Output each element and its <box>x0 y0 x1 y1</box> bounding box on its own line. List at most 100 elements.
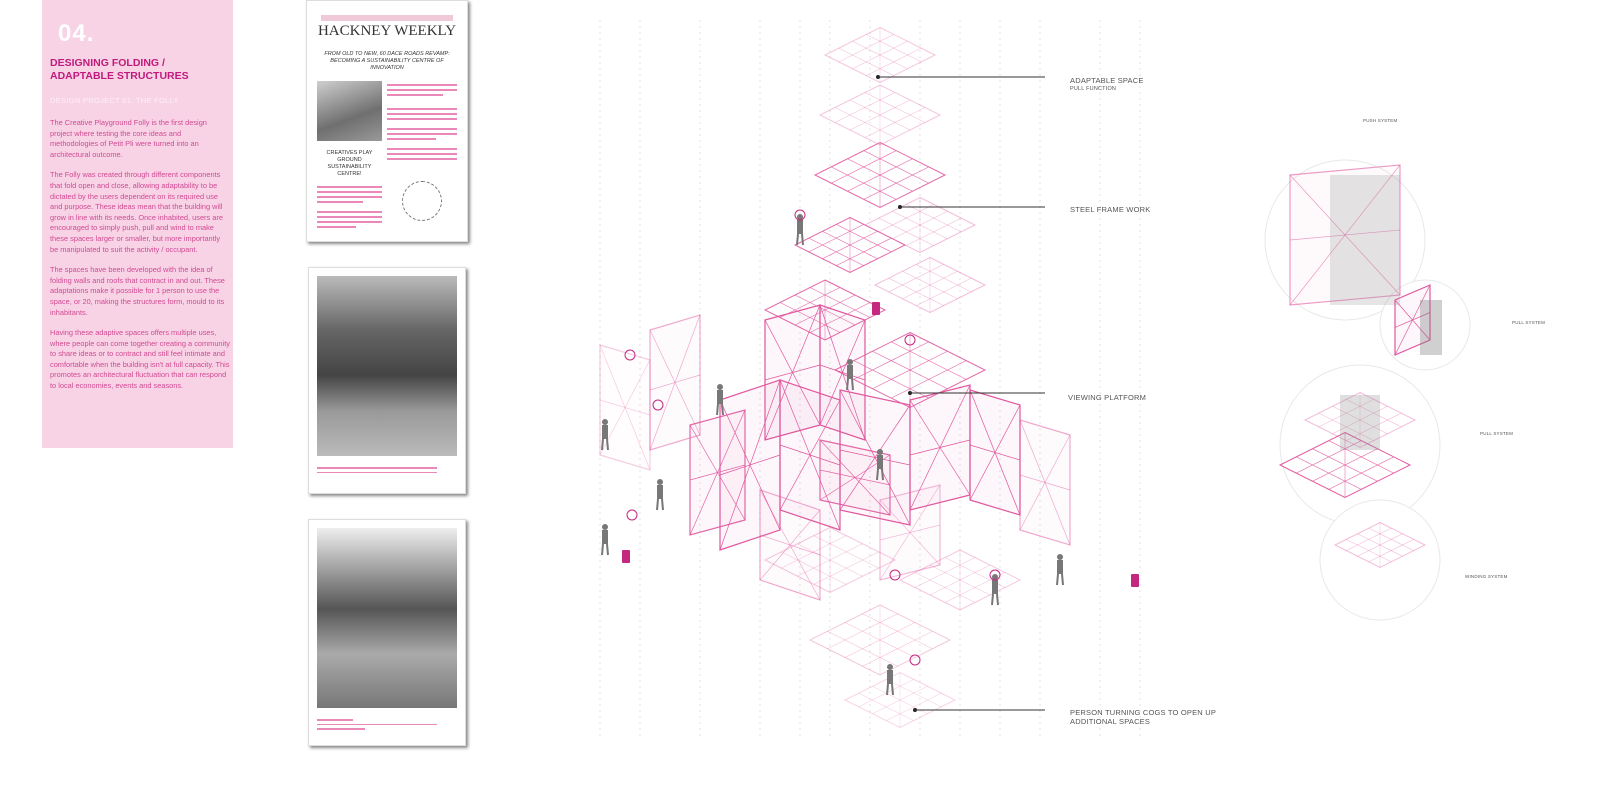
slab-grid <box>838 47 894 76</box>
slab-grid <box>827 630 898 667</box>
paragraph: The Creative Playground Folly is the fir… <box>50 118 207 159</box>
person-figure <box>716 403 719 416</box>
floor-slab <box>898 549 1022 611</box>
slab-grid <box>892 210 948 240</box>
person-figure <box>1061 573 1064 586</box>
detail-label-winding: WINDING SYSTEM <box>1465 574 1508 579</box>
slab-grid <box>1346 412 1402 441</box>
slab-grid <box>827 613 898 650</box>
slab-grid <box>849 99 911 131</box>
floor-slab <box>823 26 937 84</box>
detail-wall-fill <box>1420 300 1442 355</box>
wall-brace <box>599 359 651 456</box>
person-figure <box>891 683 894 696</box>
wall-rail <box>1019 474 1071 491</box>
slab-grid <box>1368 527 1414 551</box>
interior-photo-sheet <box>308 519 466 746</box>
slab-grid <box>929 564 991 596</box>
callout-title: ADAPTABLE SPACE <box>1070 76 1144 85</box>
detail-wall-fill <box>1340 395 1380 450</box>
slab-grid <box>864 92 926 123</box>
slab-grid <box>813 535 879 569</box>
wall-rail <box>649 374 701 391</box>
newspaper-column <box>387 81 457 163</box>
person-figure <box>661 498 664 511</box>
person-figure <box>601 438 604 451</box>
activity-icon <box>909 654 921 666</box>
wall-rail <box>839 449 911 466</box>
newspaper-sheet: HACKNEY WEEKLY FROM OLD TO NEW, 60 DACE … <box>306 0 468 242</box>
detail-label-push: PUSH SYSTEM <box>1363 118 1398 123</box>
person-figure <box>1057 560 1063 574</box>
person-figure <box>887 664 893 670</box>
activity-icon <box>624 349 636 361</box>
person-figure <box>851 378 854 391</box>
slab-grid <box>872 685 928 715</box>
detail-roof <box>1303 391 1417 449</box>
wall-rail <box>599 399 651 416</box>
slab-grid <box>852 40 908 70</box>
slab-grid <box>1318 399 1374 428</box>
detail-label-pull: PULL SYSTEM <box>1512 320 1546 325</box>
exterior-photo <box>317 276 457 456</box>
section-heading: DESIGNING FOLDING / ADAPTABLE STRUCTURES <box>50 57 189 82</box>
slab-grid <box>886 692 942 721</box>
slab-grid <box>1318 412 1374 441</box>
detail-circle-push <box>1264 159 1426 321</box>
slab-grid <box>906 217 962 246</box>
slab-grid <box>844 622 916 658</box>
paragraph: The Folly was created through different … <box>50 170 223 254</box>
box-title: CREATIVES PLAY GROUND SUSTAINABILITY CEN… <box>326 150 373 177</box>
person-figure <box>796 233 799 246</box>
slab-grid <box>1296 456 1362 490</box>
slab-grid <box>872 685 928 715</box>
newspaper-box: CREATIVES PLAY GROUND SUSTAINABILITY CEN… <box>317 144 382 231</box>
slab-grid <box>914 572 976 603</box>
slab-grid <box>1332 405 1388 435</box>
person-figure <box>721 403 724 416</box>
person-figure <box>847 365 853 379</box>
person-figure <box>801 233 804 246</box>
slab-grid <box>886 679 942 708</box>
bin-icon <box>622 550 630 563</box>
person-figure <box>991 593 994 606</box>
person-figure <box>717 390 723 404</box>
activity-icon <box>626 509 638 521</box>
person-figure <box>601 543 604 556</box>
slab-grid <box>906 204 962 233</box>
wall-rail <box>779 444 841 466</box>
wall-rail <box>764 364 821 381</box>
person-figure <box>602 425 608 439</box>
person-figure <box>602 524 608 530</box>
slab-grid <box>878 204 934 233</box>
wall-rail <box>819 364 866 381</box>
person-figure <box>1056 573 1059 586</box>
slab-grid <box>836 237 892 266</box>
person-figure <box>996 593 999 606</box>
slab-grid <box>813 551 879 585</box>
slab-grid <box>781 551 847 585</box>
newspaper-masthead: HACKNEY WEEKLY <box>317 23 457 39</box>
wall-rail <box>759 534 821 556</box>
activity-icon <box>904 334 916 346</box>
person-figure <box>797 214 803 220</box>
callout-steel-frame: STEEL FRAME WORK <box>1070 205 1151 214</box>
wall-rail <box>969 444 1021 461</box>
slab-grid <box>862 630 933 667</box>
slab-grid <box>878 217 934 246</box>
paragraph: The spaces have been developed with the … <box>50 265 225 317</box>
slab-grid <box>838 34 894 63</box>
person-figure <box>992 580 998 594</box>
exterior-photo-sheet <box>308 267 466 494</box>
slab-grid <box>1328 456 1394 490</box>
person-figure <box>606 438 609 451</box>
slab-grid <box>797 543 863 577</box>
section-number: 04. <box>58 20 95 47</box>
slab-grid <box>1357 533 1403 557</box>
floor-slab <box>863 196 977 254</box>
slab-grid <box>916 264 972 293</box>
floor-slab <box>843 671 957 729</box>
slab-grid <box>888 264 944 293</box>
floor-slab <box>763 526 897 594</box>
wall-rail <box>909 439 971 456</box>
